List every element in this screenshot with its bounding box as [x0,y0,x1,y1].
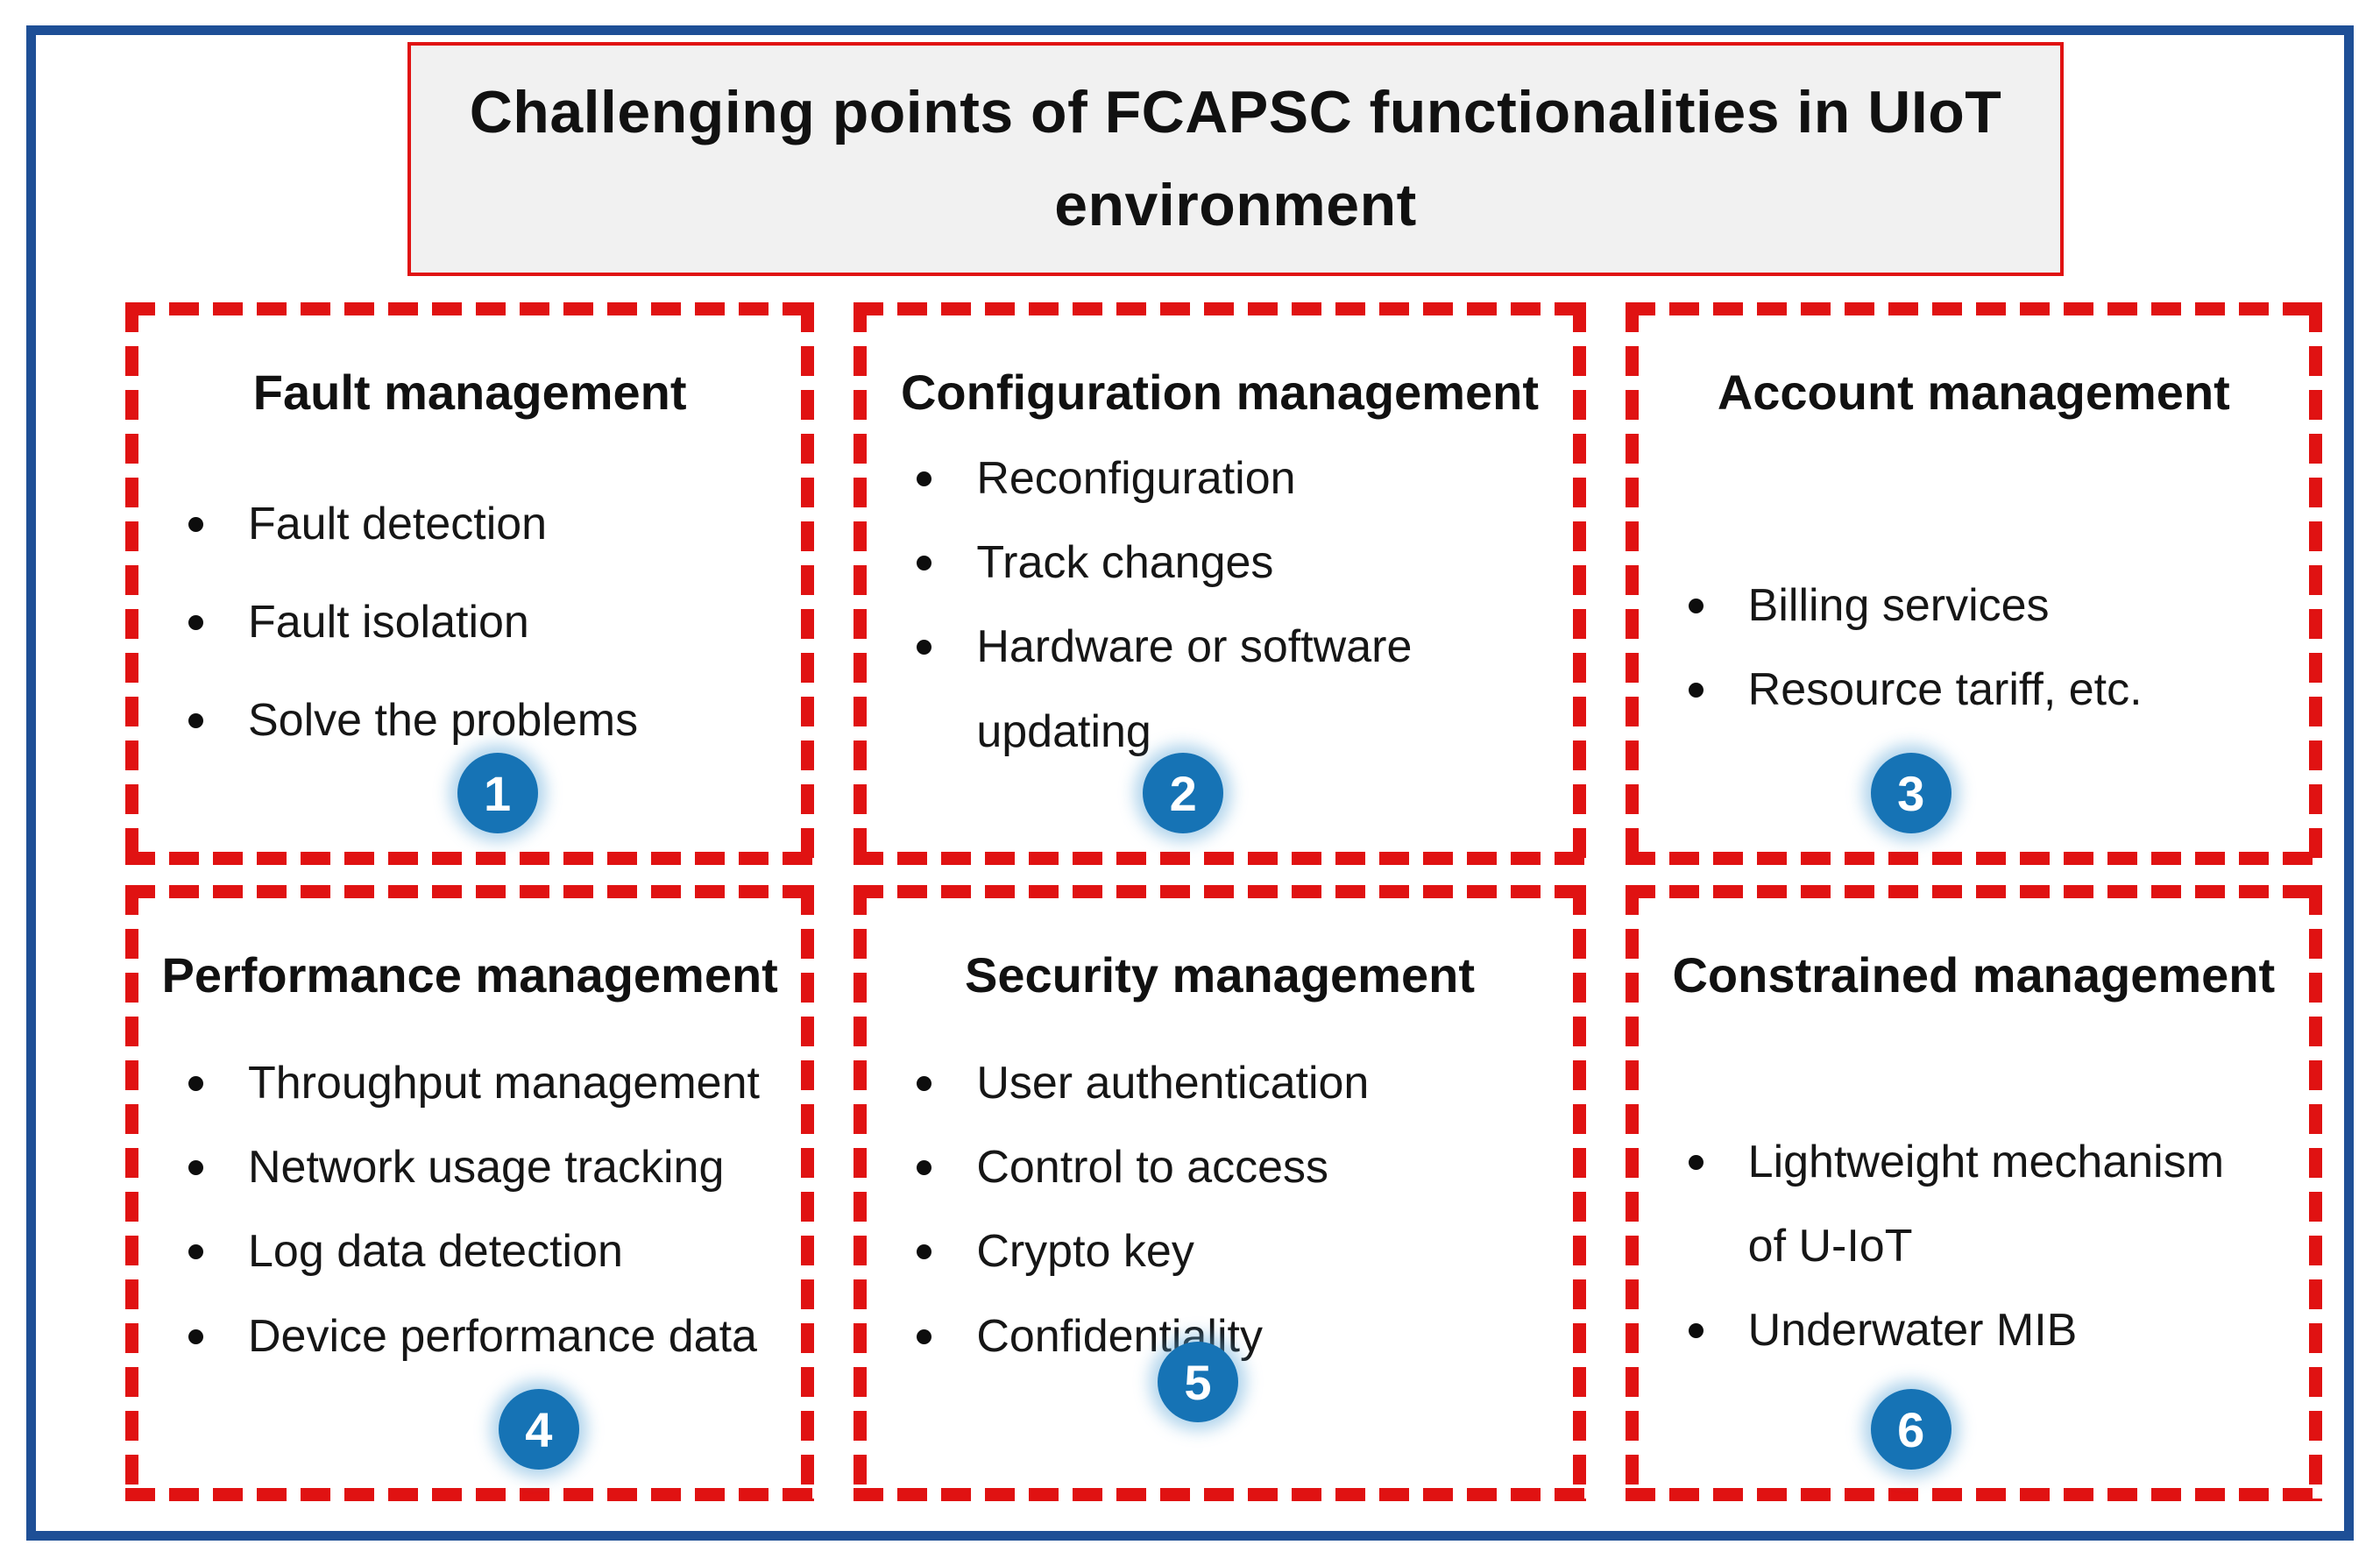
list-item: Billing services [1688,563,2296,648]
list-item: Device performance data [188,1294,788,1378]
list-item: Underwater MIB [1688,1288,2252,1372]
box-title-fault: Fault management [252,365,687,420]
title-box: Challenging points of FCAPSC functionali… [407,42,2064,276]
list-item: Fault detection [188,476,788,574]
list-item: Network usage tracking [188,1125,788,1209]
list-item: Fault isolation [188,574,788,672]
box-constrained-management: Constrained management Lightweight mecha… [1626,885,2322,1501]
list-item: Track changes [917,521,1559,605]
list-item: Throughput management [188,1041,788,1125]
list-item: Control to access [917,1125,1559,1209]
list-item: User authentication [917,1041,1559,1125]
list-item: Reconfiguration [917,436,1559,521]
number-badge-5: 5 [1157,1342,1238,1422]
list-item: Crypto key [917,1209,1559,1293]
box-title-constrained: Constrained management [1672,947,2276,1003]
list-item: Hardware or software updating [917,605,1559,773]
number-badge-6: 6 [1870,1389,1951,1470]
number-badge-3: 3 [1870,753,1951,833]
outer-frame [26,25,2354,1541]
list-item: Log data detection [188,1209,788,1293]
number-badge-4: 4 [498,1389,579,1470]
number-badge-1: 1 [457,753,538,833]
box-title-performance: Performance management [161,947,778,1003]
number-badge-2: 2 [1143,753,1224,833]
list-item: Solve the problems [188,672,788,770]
box-title-configuration: Configuration management [900,365,1539,420]
box-configuration-management: Configuration management Reconfiguration… [854,302,1585,865]
list-item: Lightweight mechanism of U-IoT [1688,1120,2252,1288]
box-performance-management: Performance management Throughput manage… [125,885,814,1501]
diagram-title: Challenging points of FCAPSC functionali… [469,79,2002,238]
list-item: Resource tariff, etc. [1688,648,2296,732]
box-title-account: Account management [1717,365,2230,420]
list-item: Confidentiality [917,1294,1559,1378]
box-title-security: Security management [964,947,1475,1003]
